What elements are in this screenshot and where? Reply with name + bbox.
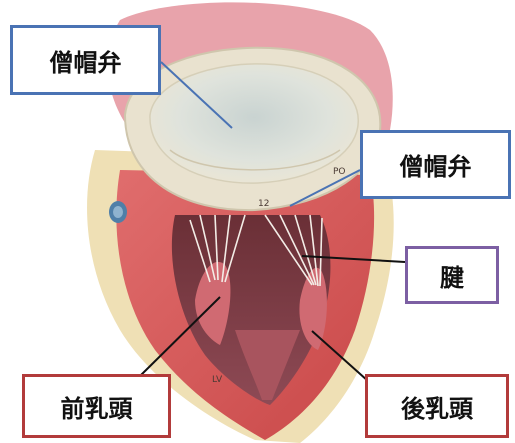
- label-mitral-valve-right: 僧帽弁: [360, 130, 511, 199]
- label-chordae: 腱: [405, 246, 499, 304]
- ring-mark-right: PO: [333, 167, 346, 177]
- ring-mark-left: 12: [258, 199, 269, 209]
- label-anterior-papillary: 前乳頭: [22, 374, 171, 438]
- lv-text: LV: [212, 375, 223, 385]
- label-posterior-papillary: 後乳頭: [365, 374, 509, 438]
- label-mitral-valve-top: 僧帽弁: [10, 25, 161, 95]
